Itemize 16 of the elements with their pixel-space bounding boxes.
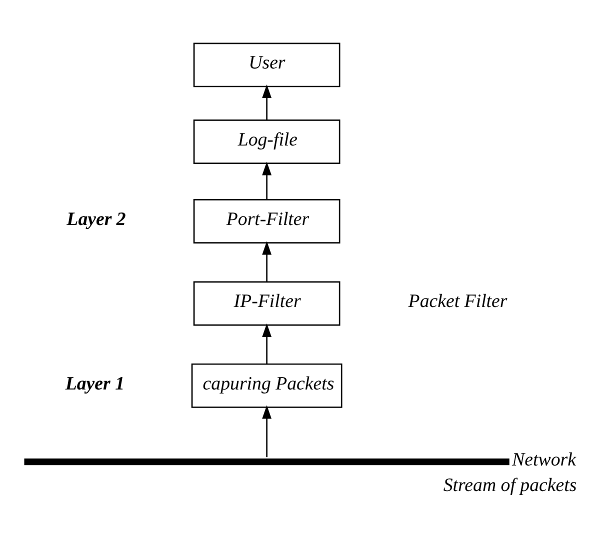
node-box: capuring Packets bbox=[191, 362, 342, 408]
node-box: Port-Filter bbox=[193, 198, 340, 243]
node-box: Log-file bbox=[193, 119, 340, 164]
arrow bbox=[262, 240, 272, 282]
label: Layer 1 bbox=[65, 372, 125, 394]
arrow bbox=[262, 84, 272, 120]
node-box: IP-Filter bbox=[193, 280, 340, 326]
node-box: User bbox=[193, 42, 340, 87]
node-label: Network bbox=[512, 448, 576, 470]
node-label: Stream of packets bbox=[443, 474, 577, 496]
arrow bbox=[262, 161, 272, 199]
label: Packet Filter bbox=[408, 290, 508, 312]
arrow bbox=[262, 404, 272, 457]
arrow bbox=[262, 322, 272, 364]
label: Layer 2 bbox=[66, 208, 126, 230]
node-bar bbox=[24, 458, 510, 465]
